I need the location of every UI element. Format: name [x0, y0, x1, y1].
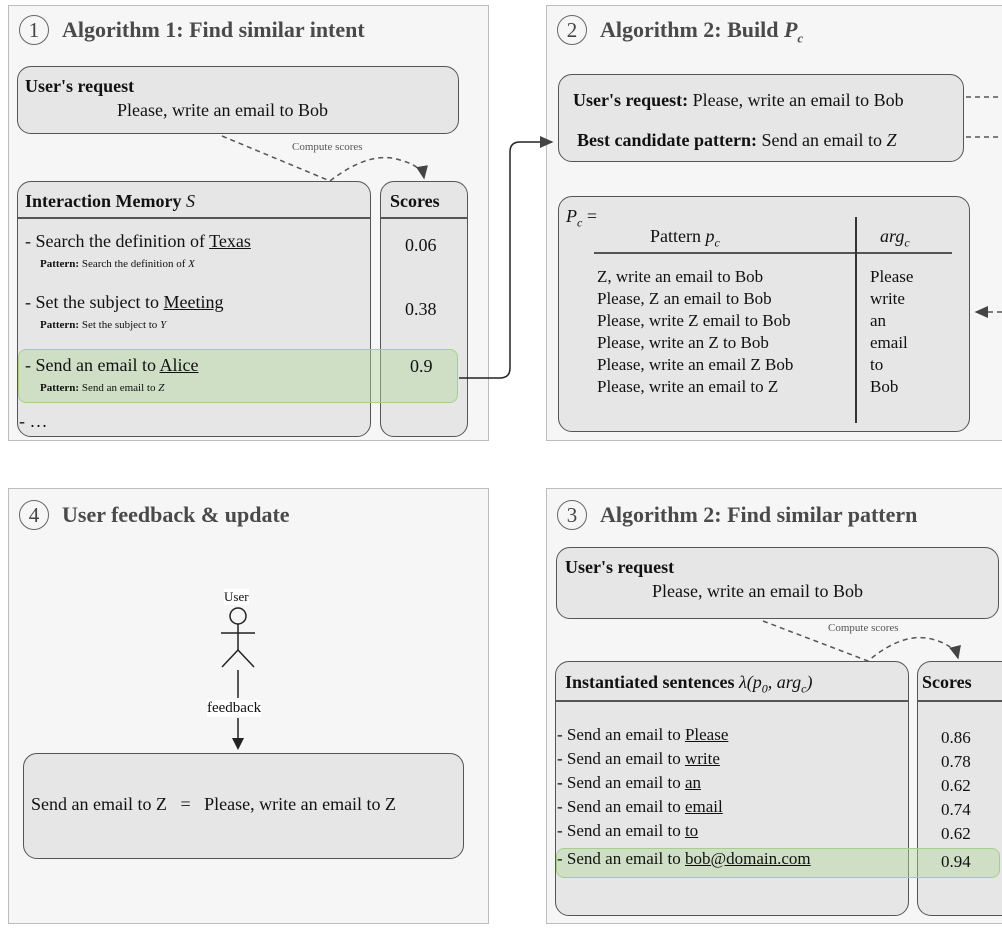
memory-pattern: Pattern: Set the subject to Y — [40, 319, 167, 331]
memory-item: - Set the subject to Meeting — [25, 292, 224, 312]
memory-item: - Search the definition of Texas — [25, 231, 251, 251]
panel1-request-text: Please, write an email to Bob — [117, 100, 328, 120]
pc-arg-cell: Bob — [870, 377, 899, 396]
memory-score: 0.06 — [405, 235, 437, 255]
pc-arg-cell: Please — [870, 267, 914, 286]
panel3-compute-label: Compute scores — [828, 622, 899, 634]
pc-arg-cell: write — [870, 289, 905, 308]
interaction-memory-box — [17, 181, 371, 437]
pc-pattern-cell: Please, write an email to Z — [597, 377, 779, 396]
pc-arg-cell: email — [870, 333, 908, 352]
instantiated-row: - Send an email to email — [557, 797, 723, 816]
memory-pattern: Pattern: Search the definition of X — [40, 258, 195, 270]
panel3-request-text: Please, write an email to Bob — [652, 581, 863, 601]
instantiated-row: - Send an email to an — [557, 773, 701, 792]
pc-arg-cell: an — [870, 311, 887, 330]
panel1-compute-arrow — [221, 135, 428, 182]
instantiated-score: 0.94 — [941, 852, 971, 871]
panel3-highlight — [556, 848, 1000, 878]
panel3-title: Algorithm 2: Find similar pattern — [600, 502, 918, 527]
panel2-title: Algorithm 2: Build Pc — [600, 17, 804, 46]
update-equation: Send an email to Z = Please, write an em… — [31, 794, 397, 814]
instantiated-header: Instantiated sentences λ(p0, argc) — [565, 672, 813, 696]
panel2-request-line: User's request: Please, write an email t… — [573, 90, 904, 110]
panel1-request-header: User's request — [25, 76, 135, 96]
panel1-compute-label: Compute scores — [292, 141, 363, 153]
panel3-compute-arrow — [762, 620, 961, 662]
panel1-scores-box — [380, 181, 468, 437]
feedback-label: feedback — [207, 700, 262, 717]
memory-score: 0.9 — [410, 356, 433, 376]
pc-arg-cell: to — [870, 355, 884, 374]
panel3-request-box — [556, 547, 999, 619]
memory-ellipsis: - … — [19, 411, 48, 431]
interaction-memory-header: Interaction Memory S — [25, 191, 195, 211]
pc-pattern-cell: Please, Z an email to Bob — [597, 289, 772, 308]
instantiated-row: - Send an email to bob@domain.com — [557, 849, 811, 868]
pc-pattern-cell: Please, write an email Z Bob — [597, 355, 794, 374]
pc-column-divider — [855, 217, 857, 423]
step-number-4: 4 — [19, 500, 49, 530]
instantiated-score: 0.78 — [941, 752, 971, 771]
step-number-2: 2 — [557, 15, 587, 45]
pc-pattern-cell: Please, write an Z to Bob — [597, 333, 769, 352]
pc-col-arg-header: argc — [880, 226, 910, 250]
instantiated-row: - Send an email to Please — [557, 725, 729, 744]
panel4-title: User feedback & update — [62, 502, 290, 527]
panel1-title: Algorithm 1: Find similar intent — [62, 17, 365, 42]
instantiated-separator — [555, 700, 909, 702]
instantiated-box — [555, 661, 909, 916]
best-candidate-line: Best candidate pattern: Send an email to… — [577, 130, 897, 150]
panel3-request-header: User's request — [565, 557, 675, 577]
update-equation-box — [23, 753, 464, 859]
memory-item-link: Alice — [159, 355, 199, 375]
pc-label: Pc = — [566, 206, 597, 230]
instantiated-formula: λ(p0, argc) — [739, 672, 813, 696]
memory-separator — [17, 217, 371, 219]
memory-item: - Send an email to Alice — [25, 355, 199, 375]
highlight-to-build-arrow — [459, 136, 554, 379]
panel3-scores-separator — [917, 700, 1002, 702]
panel1-request-box — [17, 66, 459, 134]
memory-score: 0.38 — [405, 299, 437, 319]
memory-item-link: Meeting — [163, 292, 224, 312]
pc-pattern-cell: Please, write Z email to Bob — [597, 311, 791, 330]
instantiated-score: 0.62 — [941, 824, 971, 843]
scores-separator — [380, 217, 468, 219]
panel3-scores-box — [917, 661, 1002, 916]
instantiated-score: 0.86 — [941, 728, 971, 747]
user-label: User — [224, 589, 249, 605]
panel1-scores-header: Scores — [390, 191, 440, 211]
memory-symbol: S — [185, 191, 195, 211]
panel3-scores-header: Scores — [922, 672, 972, 692]
pc-header-rule — [594, 252, 952, 254]
memory-item-link: Texas — [209, 231, 251, 251]
pc-table-box — [558, 196, 970, 432]
pc-pattern-cell: Z, write an email to Bob — [597, 267, 764, 286]
instantiated-score: 0.74 — [941, 800, 971, 819]
pc-col-pattern-header: Pattern pc — [650, 226, 720, 250]
instantiated-row: - Send an email to to — [557, 821, 699, 840]
panel2-input-box — [558, 74, 964, 162]
instantiated-row: - Send an email to write — [557, 749, 720, 768]
panel1-highlight — [18, 349, 458, 403]
step-number-3: 3 — [557, 500, 587, 530]
memory-pattern: Pattern: Send an email to Z — [40, 382, 165, 394]
step-number-1: 1 — [19, 15, 49, 45]
instantiated-score: 0.62 — [941, 776, 971, 795]
